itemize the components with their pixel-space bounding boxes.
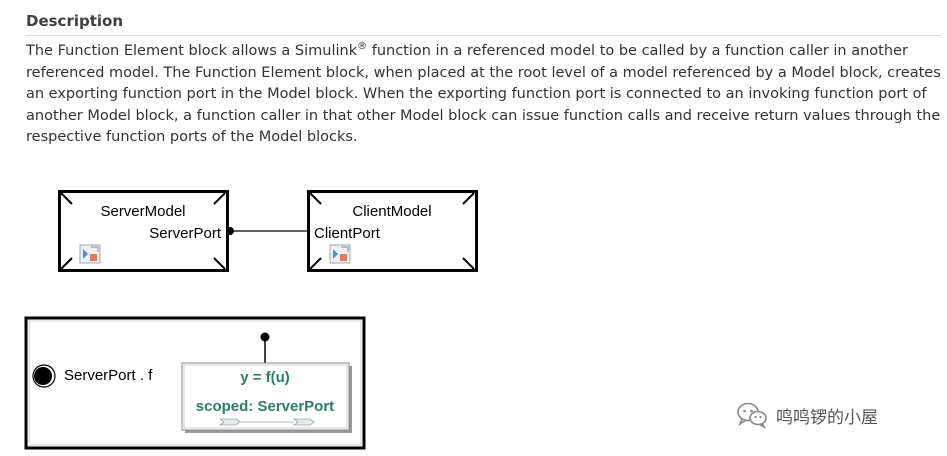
description-text-start: The Function Element block allows a Simu… (26, 43, 358, 59)
server-port-dot[interactable] (226, 227, 234, 235)
section-heading: Description (26, 12, 124, 30)
trigger-port-dot[interactable] (260, 332, 270, 342)
client-port-label: ClientPort (314, 225, 381, 242)
function-element-diagram: ServerPort . f y = f(u) scoped: ServerPo… (24, 316, 366, 450)
model-reference-diagram: ServerModel ServerPort ClientModel Clien… (58, 190, 478, 272)
wechat-icon (737, 402, 767, 429)
registered-mark: ® (357, 41, 368, 53)
server-model-name: ServerModel (100, 203, 185, 220)
simulink-function-block[interactable]: y = f(u) scoped: ServerPort (181, 362, 352, 433)
server-model-block[interactable]: ServerModel ServerPort (58, 190, 229, 272)
model-reference-icon (79, 244, 101, 264)
function-signature: y = f(u) (240, 369, 290, 386)
client-model-block[interactable]: ClientModel ClientPort (307, 190, 478, 272)
function-element-label: ServerPort . f (64, 367, 153, 384)
description-paragraph: The Function Element block allows a Simu… (26, 41, 946, 149)
function-scope-label: scoped: ServerPort (196, 398, 334, 415)
description-text-rest: function in a referenced model to be cal… (26, 43, 941, 145)
model-reference-icon (329, 244, 351, 264)
heading-divider (26, 35, 941, 36)
function-element-port[interactable]: ServerPort . f (32, 364, 153, 388)
client-model-name: ClientModel (352, 203, 431, 220)
function-io-arrows-icon (218, 418, 315, 426)
wechat-watermark: 鸣鸣锣的小屋 (736, 400, 878, 430)
watermark-text: 鸣鸣锣的小屋 (776, 407, 878, 428)
server-port-label: ServerPort (149, 225, 222, 242)
